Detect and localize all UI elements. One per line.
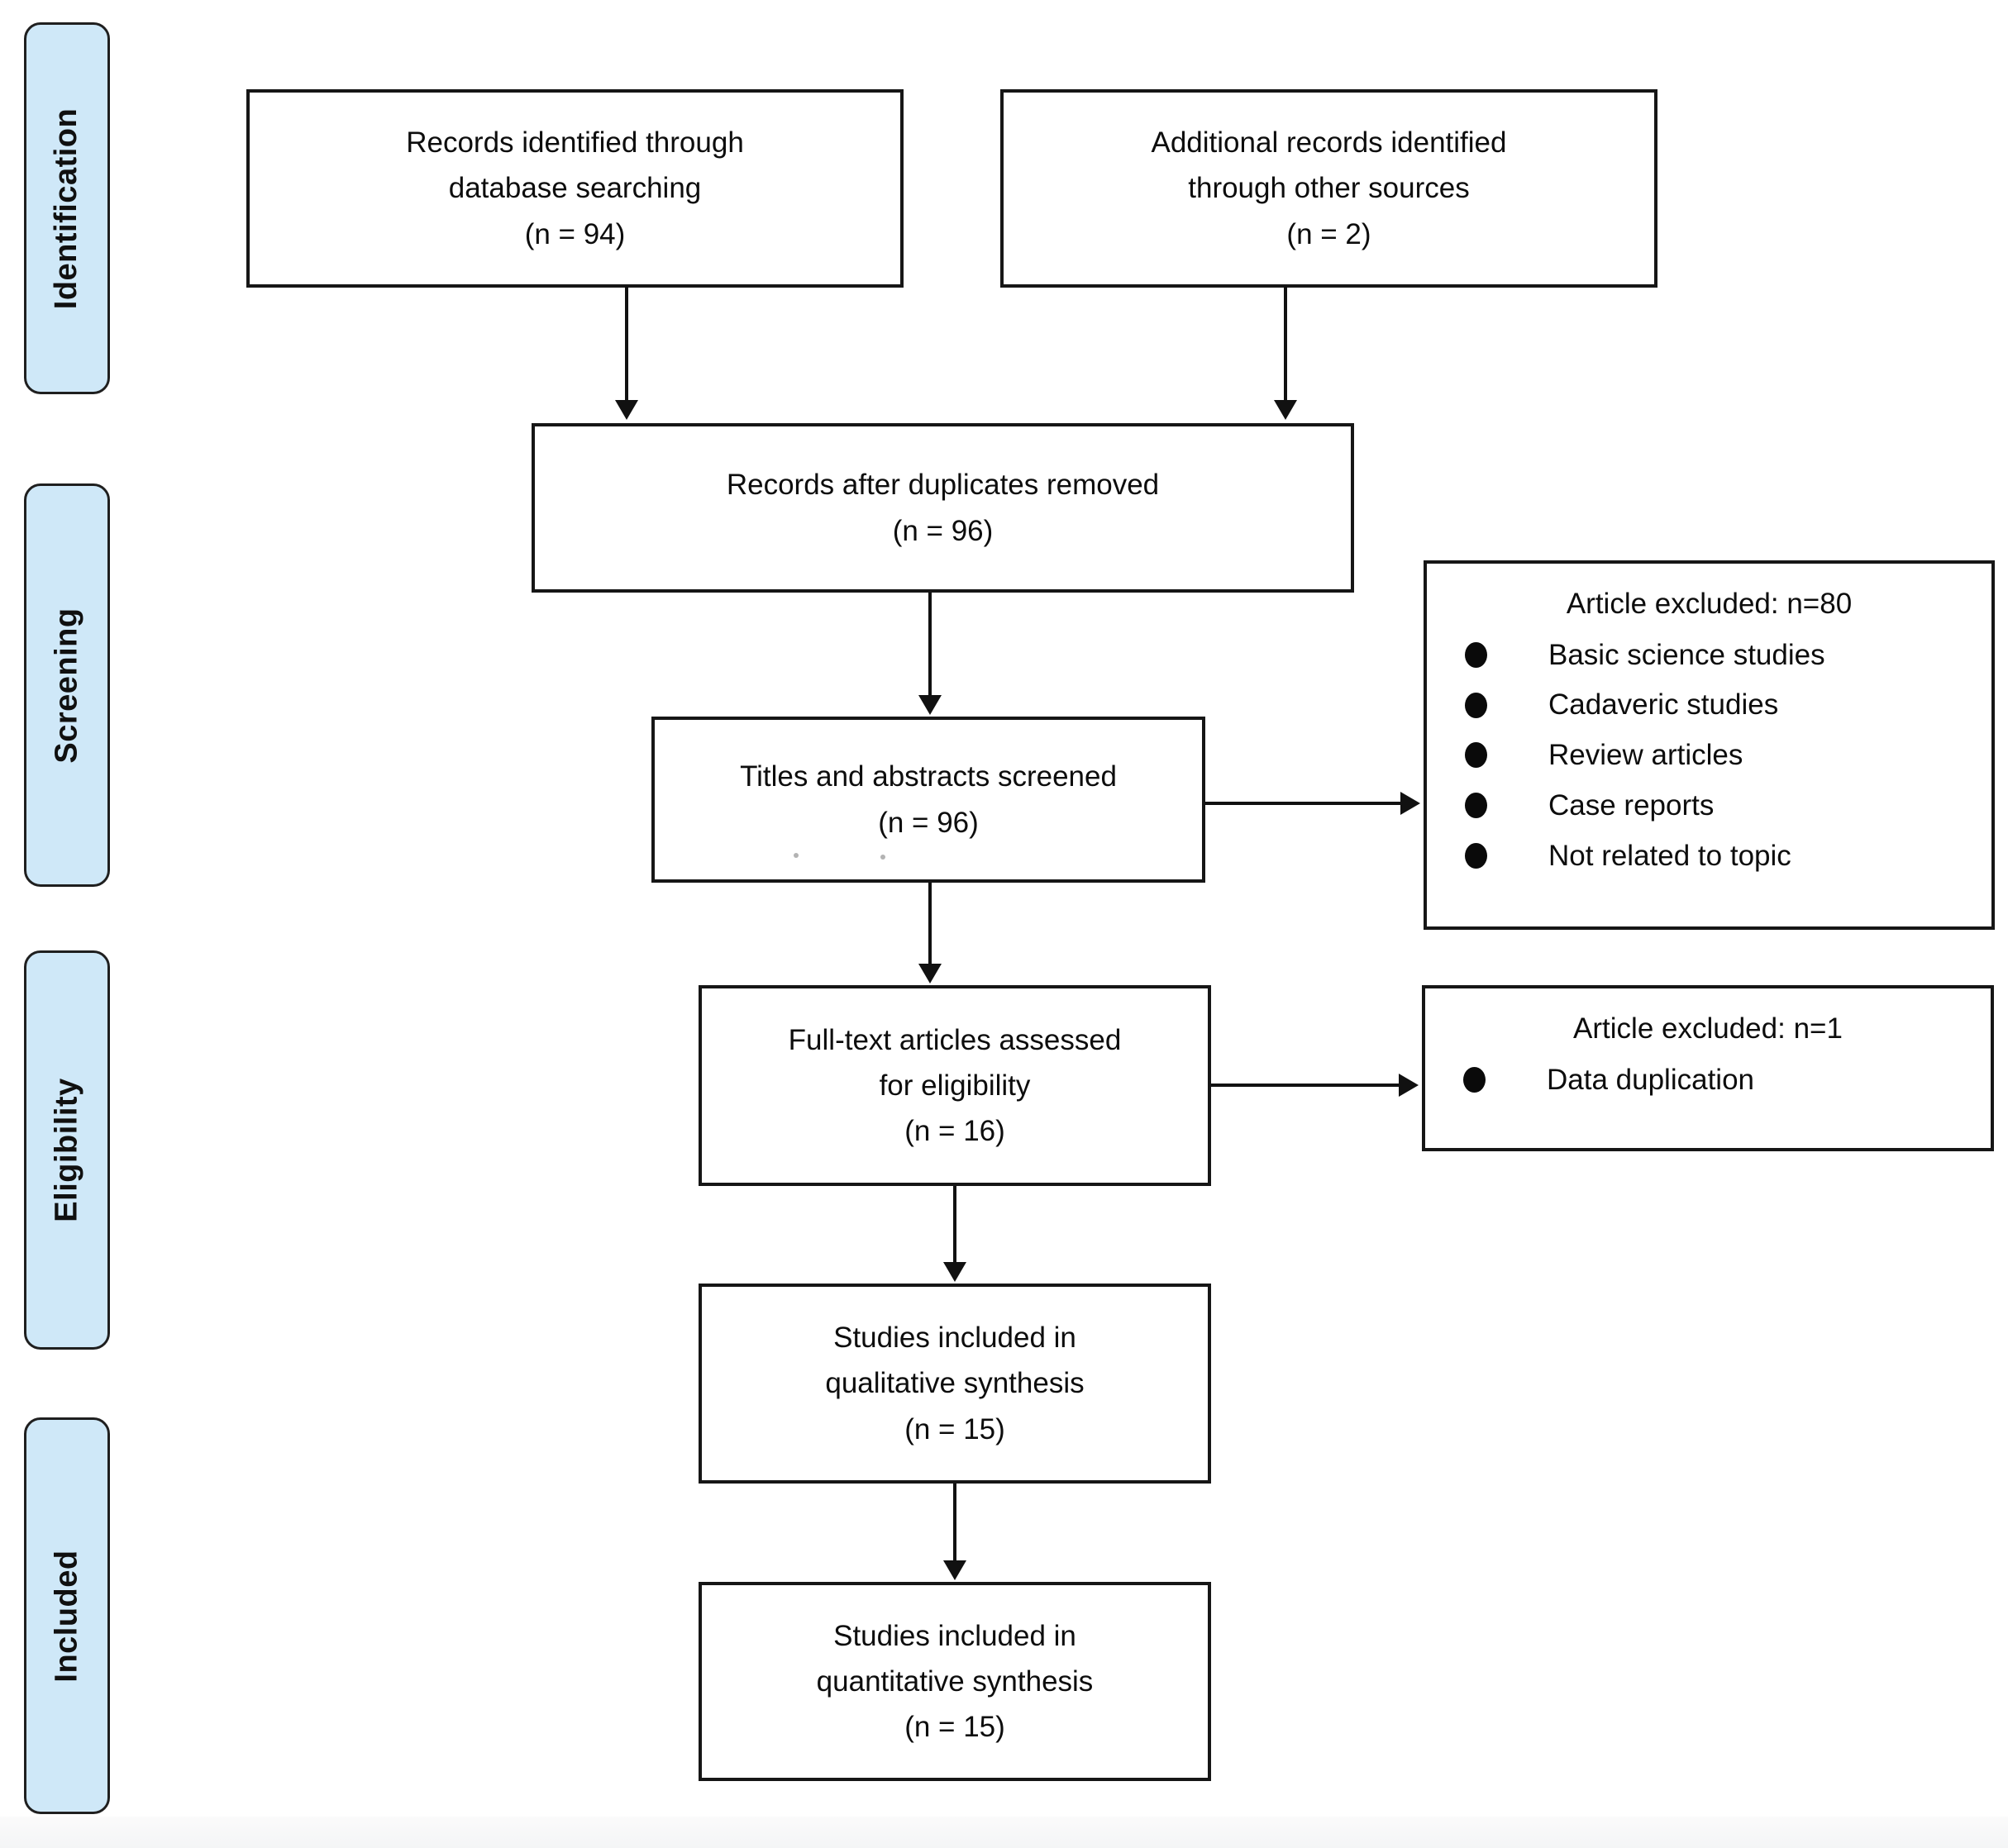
box-quantitative-included: Studies included in quantitative synthes… — [699, 1582, 1211, 1781]
excluded-screening-list: Basic science studies Cadaveric studies … — [1427, 637, 1991, 874]
excluded-reason: Case reports — [1548, 788, 1715, 822]
box-fulltext-assessed-count: (n = 16) — [904, 1115, 1005, 1148]
excluded-eligibility-title: Article excluded: n=1 — [1573, 1012, 1843, 1045]
bullet-icon — [1465, 641, 1487, 668]
artifact-dot — [880, 855, 885, 860]
arrow-down-icon — [943, 1560, 966, 1580]
list-item: Cadaveric studies — [1465, 687, 1991, 723]
box-quantitative-line2: quantitative synthesis — [816, 1665, 1094, 1698]
list-item: Case reports — [1465, 788, 1991, 824]
box-additional-records: Additional records identified through ot… — [1000, 89, 1657, 288]
bullet-icon — [1465, 842, 1487, 869]
box-titles-screened-count: (n = 96) — [878, 806, 979, 839]
box-additional-records-count: (n = 2) — [1286, 217, 1371, 250]
artifact-dot — [794, 853, 799, 858]
stage-eligibility: Eligibility — [24, 950, 110, 1350]
list-item: Basic science studies — [1465, 637, 1991, 674]
box-excluded-screening: Article excluded: n=80 Basic science stu… — [1424, 560, 1995, 930]
box-records-identified-line2: database searching — [448, 172, 702, 205]
stage-identification: Identification — [24, 22, 110, 394]
stage-included-label: Included — [49, 1549, 84, 1683]
bullet-icon — [1463, 1066, 1486, 1093]
box-quantitative-line1: Studies included in — [833, 1619, 1076, 1652]
arrow-right-icon — [1399, 1074, 1419, 1097]
box-after-duplicates: Records after duplicates removed (n = 96… — [532, 423, 1354, 593]
box-records-identified: Records identified through database sear… — [246, 89, 904, 288]
excluded-eligibility-list: Data duplication — [1425, 1062, 1991, 1098]
box-qualitative-line1: Studies included in — [833, 1322, 1076, 1355]
arrow-down-icon — [615, 400, 638, 420]
excluded-reason: Basic science studies — [1548, 638, 1825, 671]
arrow-down-icon — [943, 1262, 966, 1282]
box-excluded-eligibility: Article excluded: n=1 Data duplication — [1422, 985, 1994, 1151]
arrow-down-icon — [918, 964, 942, 984]
excluded-reason: Cadaveric studies — [1548, 688, 1779, 722]
stage-included: Included — [24, 1417, 110, 1814]
excluded-reason: Not related to topic — [1548, 839, 1791, 872]
bullet-icon — [1465, 742, 1487, 769]
box-after-duplicates-line1: Records after duplicates removed — [726, 469, 1160, 502]
box-quantitative-count: (n = 15) — [904, 1711, 1005, 1744]
stage-eligibility-label: Eligibility — [49, 1078, 84, 1222]
box-fulltext-assessed-line2: for eligibility — [879, 1069, 1031, 1102]
list-item: Review articles — [1465, 737, 1991, 774]
box-titles-screened: Titles and abstracts screened (n = 96) — [651, 717, 1205, 883]
arrow-down-icon — [918, 695, 942, 715]
box-qualitative-line2: qualitative synthesis — [825, 1367, 1085, 1400]
box-qualitative-included: Studies included in qualitative synthesi… — [699, 1284, 1211, 1484]
bullet-icon — [1465, 793, 1487, 819]
stage-screening-label: Screening — [49, 607, 84, 764]
box-fulltext-assessed: Full-text articles assessed for eligibil… — [699, 985, 1211, 1186]
stage-identification-label: Identification — [49, 107, 84, 309]
excluded-screening-title: Article excluded: n=80 — [1566, 588, 1853, 620]
box-additional-records-line1: Additional records identified — [1151, 126, 1507, 160]
list-item: Data duplication — [1463, 1062, 1991, 1098]
arrow-down-icon — [1274, 400, 1297, 420]
bullet-icon — [1465, 692, 1487, 718]
list-item: Not related to topic — [1465, 838, 1991, 874]
excluded-reason: Review articles — [1548, 739, 1743, 771]
box-records-identified-line1: Records identified through — [406, 126, 744, 160]
box-qualitative-count: (n = 15) — [904, 1412, 1005, 1446]
box-additional-records-line2: through other sources — [1188, 172, 1470, 205]
box-fulltext-assessed-line1: Full-text articles assessed — [788, 1023, 1122, 1056]
stage-screening: Screening — [24, 483, 110, 887]
box-after-duplicates-count: (n = 96) — [892, 514, 994, 547]
arrow-right-icon — [1400, 792, 1420, 815]
excluded-reason: Data duplication — [1547, 1063, 1754, 1096]
box-titles-screened-line1: Titles and abstracts screened — [740, 760, 1117, 793]
box-records-identified-count: (n = 94) — [524, 217, 626, 250]
page-bottom-tint — [0, 1817, 2008, 1848]
